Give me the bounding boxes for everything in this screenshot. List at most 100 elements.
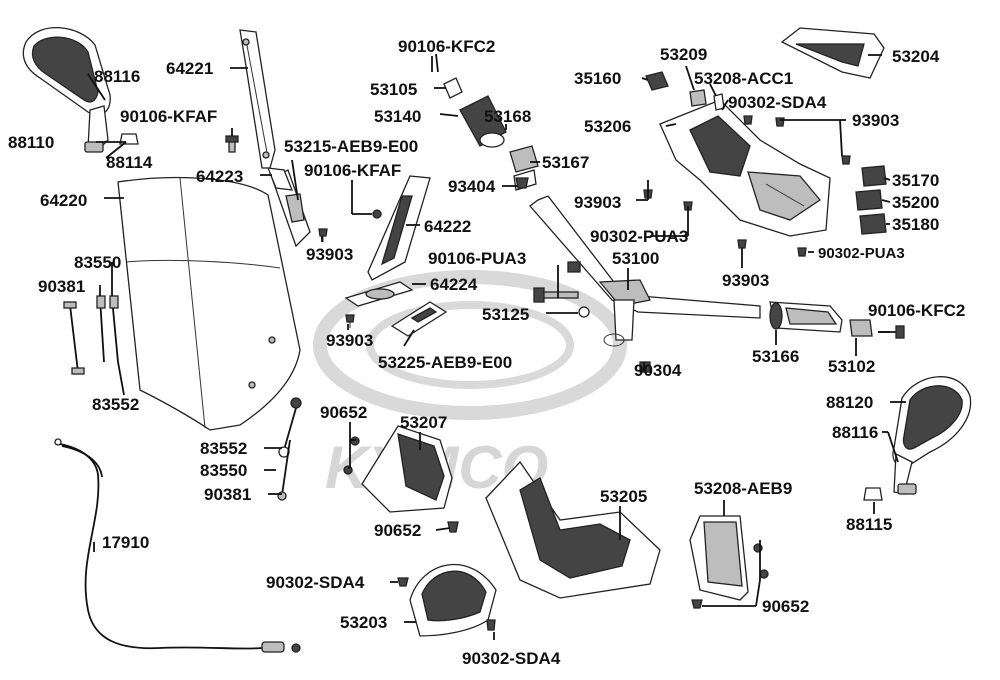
label-64220: 64220: [40, 191, 87, 210]
label-93903-d: 93903: [722, 271, 769, 290]
label-90652-a: 90652: [320, 403, 367, 422]
switch-35200: [855, 189, 883, 211]
label-35170: 35170: [892, 171, 939, 190]
label-90302-sda4-a: 90302-SDA4: [728, 93, 827, 112]
label-35160: 35160: [574, 69, 621, 88]
label-90381-a: 90381: [38, 277, 85, 296]
throttle-grip-53140: [435, 53, 507, 148]
label-35200: 35200: [892, 193, 939, 212]
screw-90302-sda4-c: [486, 619, 496, 631]
label-53105: 53105: [370, 80, 417, 99]
label-83550-a: 83550: [74, 253, 121, 272]
label-64223: 64223: [196, 167, 243, 186]
label-53205: 53205: [600, 487, 647, 506]
part-labels: 88116 88110 88114 64221 90106-KFAF 64223…: [8, 37, 965, 668]
windscreen-64220: [117, 176, 301, 431]
label-90106-kfc2-b: 90106-KFC2: [868, 301, 965, 320]
label-35180: 35180: [892, 215, 939, 234]
bolt-53125: [533, 287, 590, 318]
label-88114: 88114: [106, 153, 153, 172]
label-53215: 53215-AEB9-E00: [284, 137, 418, 156]
label-17910: 17910: [102, 533, 149, 552]
clip-53209: [689, 89, 707, 107]
screw-64223: [225, 135, 239, 153]
label-90652-c: 90652: [762, 597, 809, 616]
left-mirror-part: [22, 27, 139, 153]
switch-35180: [859, 213, 887, 235]
leader-lines: [87, 54, 906, 640]
switch-35160: [645, 71, 669, 91]
label-53206: 53206: [584, 117, 631, 136]
cover-53203: [409, 563, 497, 637]
label-53204: 53204: [892, 47, 940, 66]
handlebar-53100: [529, 195, 761, 347]
windshield-stay-64221: [239, 29, 276, 169]
clip-90652-b: [447, 521, 459, 533]
label-83552-a: 83552: [92, 395, 139, 414]
label-53203: 53203: [340, 613, 387, 632]
label-93903-e: 93903: [326, 331, 373, 350]
throttle-cable-17910: [54, 438, 301, 653]
label-53208-aeb9: 53208-AEB9: [694, 479, 792, 498]
label-88110: 88110: [8, 133, 54, 152]
plate-64224: [344, 281, 414, 307]
bracket-64223-clip: [266, 167, 294, 191]
screw-90302-sda4-b: [397, 577, 409, 587]
label-88120: 88120: [826, 393, 873, 412]
screw-90302-sda4-a: [743, 115, 753, 125]
label-93903-c: 93903: [574, 193, 621, 212]
label-93404: 93404: [448, 177, 496, 196]
label-53207: 53207: [400, 413, 447, 432]
label-90302-pua3-a: 90302-PUA3: [590, 227, 688, 246]
bar-end-53102: [849, 319, 873, 337]
label-93903-a: 93903: [306, 245, 353, 264]
label-53100: 53100: [612, 249, 659, 268]
cover-53205: [485, 460, 661, 599]
label-88115: 88115: [846, 515, 892, 534]
label-90381-b: 90381: [204, 485, 251, 504]
label-64224: 64224: [430, 275, 478, 294]
label-90106-kfaf-b: 90106-KFAF: [304, 161, 401, 180]
switch-35170: [861, 165, 887, 187]
plate-53225: [390, 301, 448, 337]
screw-93903-b: [775, 117, 851, 165]
bracket-53204: [780, 27, 885, 79]
side-cover-64222: [367, 175, 431, 281]
label-90652-b: 90652: [374, 521, 421, 540]
housing-53167: [509, 145, 539, 191]
label-93903-b: 93903: [852, 111, 899, 130]
cover-53208-aeb9: [689, 515, 749, 601]
label-64221: 64221: [166, 59, 213, 78]
label-88116-right: 88116: [832, 423, 878, 442]
label-53168: 53168: [484, 107, 531, 126]
bolt-90106-kfaf-b: [372, 209, 382, 219]
nut-90304: [639, 361, 651, 373]
label-53208-acc1: 53208-ACC1: [694, 69, 793, 88]
label-90106-kfc2-a: 90106-KFC2: [398, 37, 495, 56]
label-64222: 64222: [424, 217, 471, 236]
label-53140: 53140: [374, 107, 421, 126]
label-90302-sda4-c: 90302-SDA4: [462, 649, 561, 668]
grip-53166: [769, 301, 843, 333]
label-53225: 53225-AEB9-E00: [378, 353, 512, 372]
windscreen-fasteners-left: [63, 295, 119, 375]
inner-cover-53206: [659, 99, 831, 237]
screw-93903-e: [345, 314, 355, 328]
screw-93404: [515, 177, 529, 189]
label-53167: 53167: [542, 153, 589, 172]
label-90106-pua3: 90106-PUA3: [428, 249, 526, 268]
label-90304: 90304: [634, 361, 682, 380]
label-83552-b: 83552: [200, 439, 247, 458]
label-90302-sda4-b: 90302-SDA4: [266, 573, 365, 592]
label-53209: 53209: [660, 45, 707, 64]
cover-53207: [361, 425, 453, 513]
bolt-90106-pua3: [567, 261, 581, 273]
label-83550-b: 83550: [200, 461, 247, 480]
label-53125: 53125: [482, 305, 529, 324]
label-90302-pua3-b: 90302-PUA3: [818, 245, 905, 262]
screw-90302-pua3-b: [797, 247, 807, 257]
label-90106-kfaf-a: 90106-KFAF: [120, 107, 217, 126]
screw-93903-a: [318, 228, 328, 242]
windscreen-fasteners-right: [277, 397, 302, 501]
